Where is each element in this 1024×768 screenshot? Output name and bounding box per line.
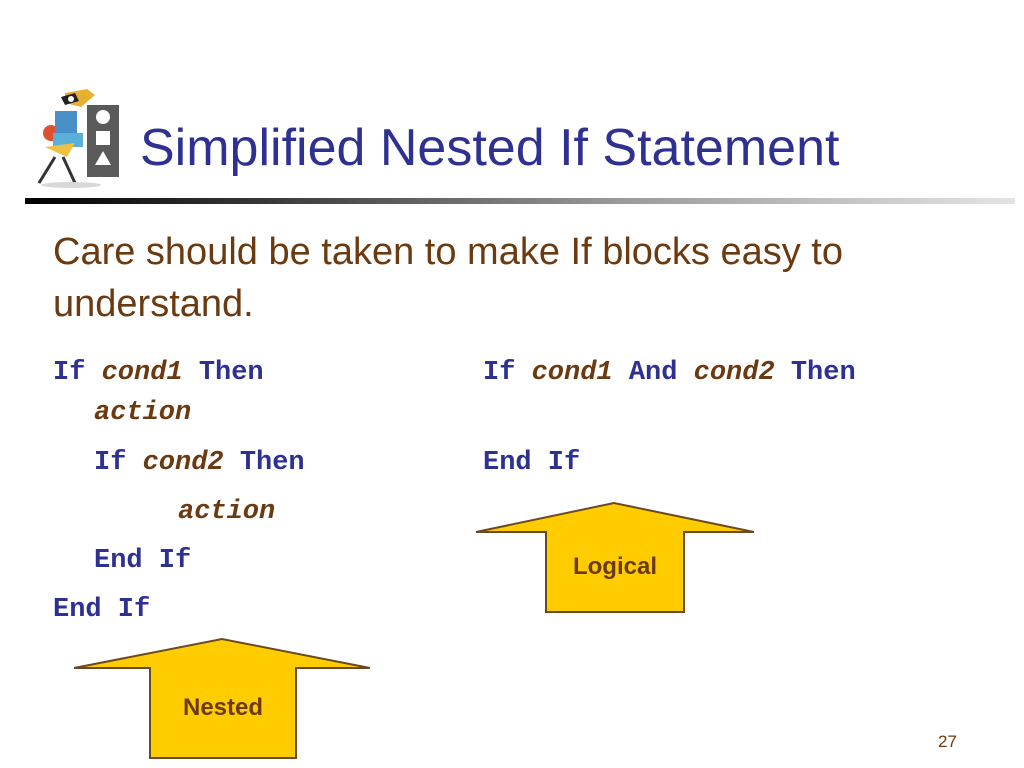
- nested-code-line-3: If cond2 Then: [94, 450, 305, 477]
- code-keyword: If: [53, 358, 102, 388]
- nested-code-line-1: If cond1 Then: [53, 360, 264, 387]
- code-keyword: End If: [483, 448, 581, 478]
- nested-arrow-label: Nested: [182, 694, 264, 721]
- code-condition: cond1: [531, 358, 613, 388]
- code-keyword: End If: [53, 595, 151, 625]
- title-divider: [25, 198, 1015, 204]
- logical-code-line-1: If cond1 And cond2 Then: [483, 360, 856, 387]
- code-keyword: If: [483, 358, 532, 388]
- code-keyword: And: [612, 358, 694, 388]
- nested-arrow-shape: [73, 637, 371, 759]
- code-condition: cond2: [693, 358, 775, 388]
- code-keyword: If: [94, 448, 143, 478]
- logical-arrow-label: Logical: [572, 553, 657, 580]
- code-action: action: [94, 398, 192, 428]
- nested-code-line-5: End If: [94, 548, 191, 575]
- code-keyword: End If: [94, 546, 192, 576]
- slide-title: Simplified Nested If Statement: [140, 119, 840, 177]
- code-action: action: [178, 497, 276, 527]
- code-keyword: Then: [223, 448, 305, 478]
- nested-code-line-6: End If: [53, 597, 150, 624]
- code-condition: cond2: [142, 448, 224, 478]
- nested-code-line-2: action: [94, 400, 191, 427]
- code-condition: cond1: [101, 358, 183, 388]
- nested-arrow: [73, 637, 371, 759]
- nested-code-line-4: action: [178, 499, 275, 526]
- clipart-logo-icon: [37, 89, 119, 188]
- code-keyword: Then: [774, 358, 856, 388]
- body-text: Care should be taken to make If blocks e…: [53, 231, 843, 325]
- page-number: 27: [938, 732, 957, 751]
- code-keyword: Then: [182, 358, 264, 388]
- logical-arrow: [475, 501, 755, 613]
- logical-arrow-shape: [475, 501, 755, 613]
- logical-code-line-2: End If: [483, 450, 580, 477]
